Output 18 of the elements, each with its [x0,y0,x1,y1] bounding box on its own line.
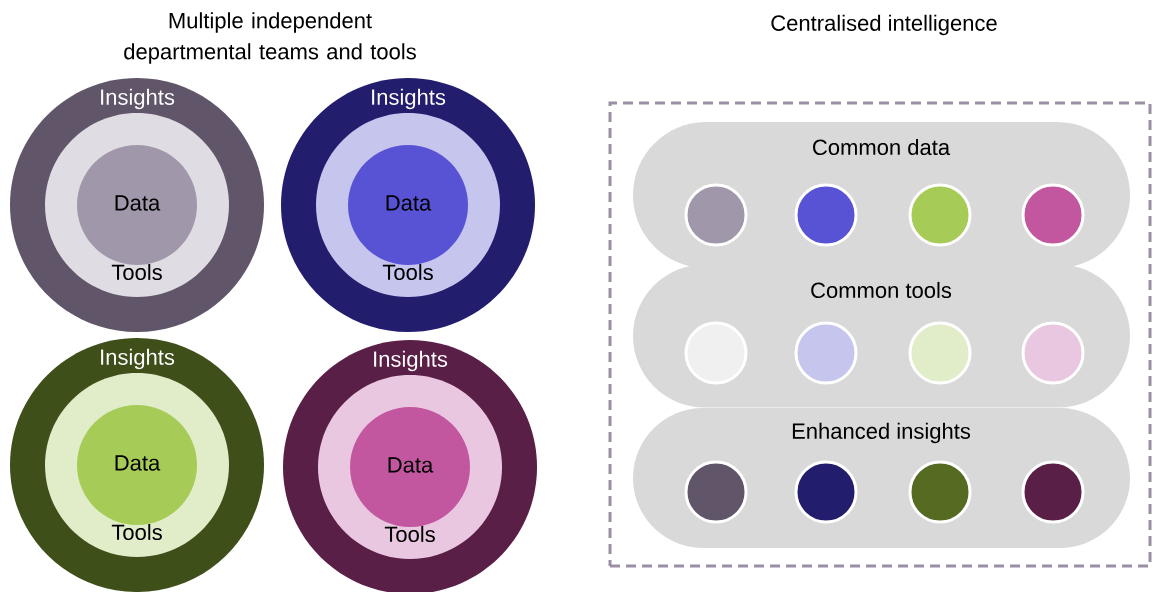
node-label: Common tools [811,281,952,299]
color-dot [1021,321,1085,385]
color-dot [1021,183,1085,247]
color-dot [908,183,972,247]
color-dot [1021,460,1085,524]
node-label: Common data [813,138,951,156]
heading: Multiple independent departmental teams and tools [124,12,416,64]
color-dot [908,460,972,524]
color-dot [794,321,858,385]
color-dot [794,460,858,524]
node-label: Enhanced insights [792,422,971,444]
color-dot [684,460,748,524]
color-dot [908,321,972,385]
dashed-frame [608,101,1152,568]
color-dot [794,183,858,247]
color-dot [684,183,748,247]
heading: Centralised intelligence [771,14,997,36]
color-dot [684,321,748,385]
